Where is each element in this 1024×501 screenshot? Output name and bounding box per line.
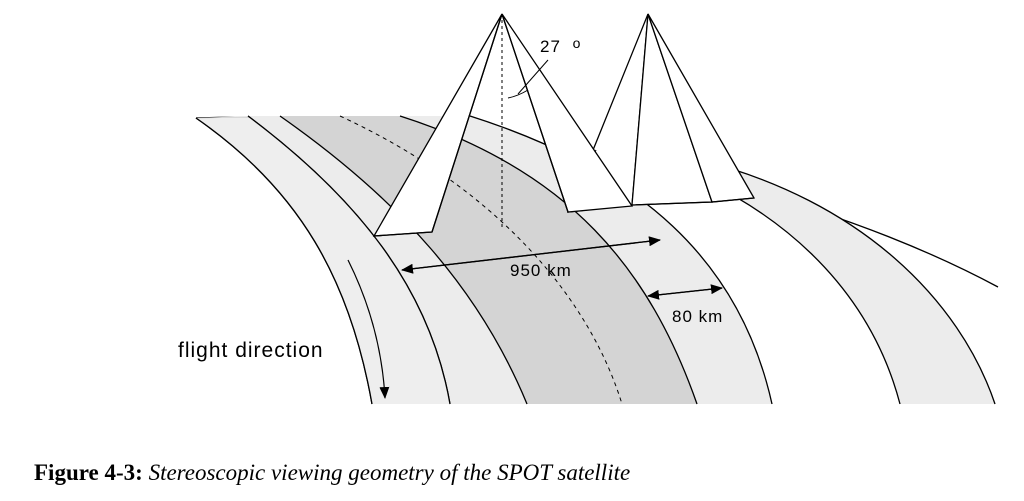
left-pyramid-base-left bbox=[373, 231, 433, 237]
left-pyramid-edge-front bbox=[431, 13, 503, 233]
figure-number: Figure 4-3: bbox=[34, 460, 143, 485]
figure-caption-text: Stereoscopic viewing geometry of the SPO… bbox=[148, 460, 631, 485]
swath-total-label: 950 km bbox=[510, 261, 572, 280]
left-swath-inner-edge-2 bbox=[399, 115, 698, 405]
figure-caption: Figure 4-3: Stereoscopic viewing geometr… bbox=[34, 460, 630, 486]
right-swath-edge-2 bbox=[699, 159, 996, 405]
flight-direction-label: flight direction bbox=[178, 339, 324, 362]
ground-track-dashed bbox=[339, 115, 623, 405]
right-swath-band bbox=[640, 155, 995, 404]
angle-arc bbox=[507, 89, 529, 99]
earth-left-band bbox=[196, 116, 450, 404]
swath-width-label: 80 km bbox=[672, 307, 723, 326]
angle-leader-line bbox=[517, 59, 549, 95]
left-pyramid-edge-right bbox=[501, 13, 569, 213]
left-swath-inner-edge bbox=[279, 115, 528, 405]
angle-label: 27 o bbox=[540, 35, 581, 56]
left-swath-outer-edge-2 bbox=[469, 115, 773, 405]
stereo-viewing-diagram: 27 o 950 km 80 km flight direction bbox=[178, 13, 999, 405]
flight-direction-arrow bbox=[347, 259, 390, 399]
